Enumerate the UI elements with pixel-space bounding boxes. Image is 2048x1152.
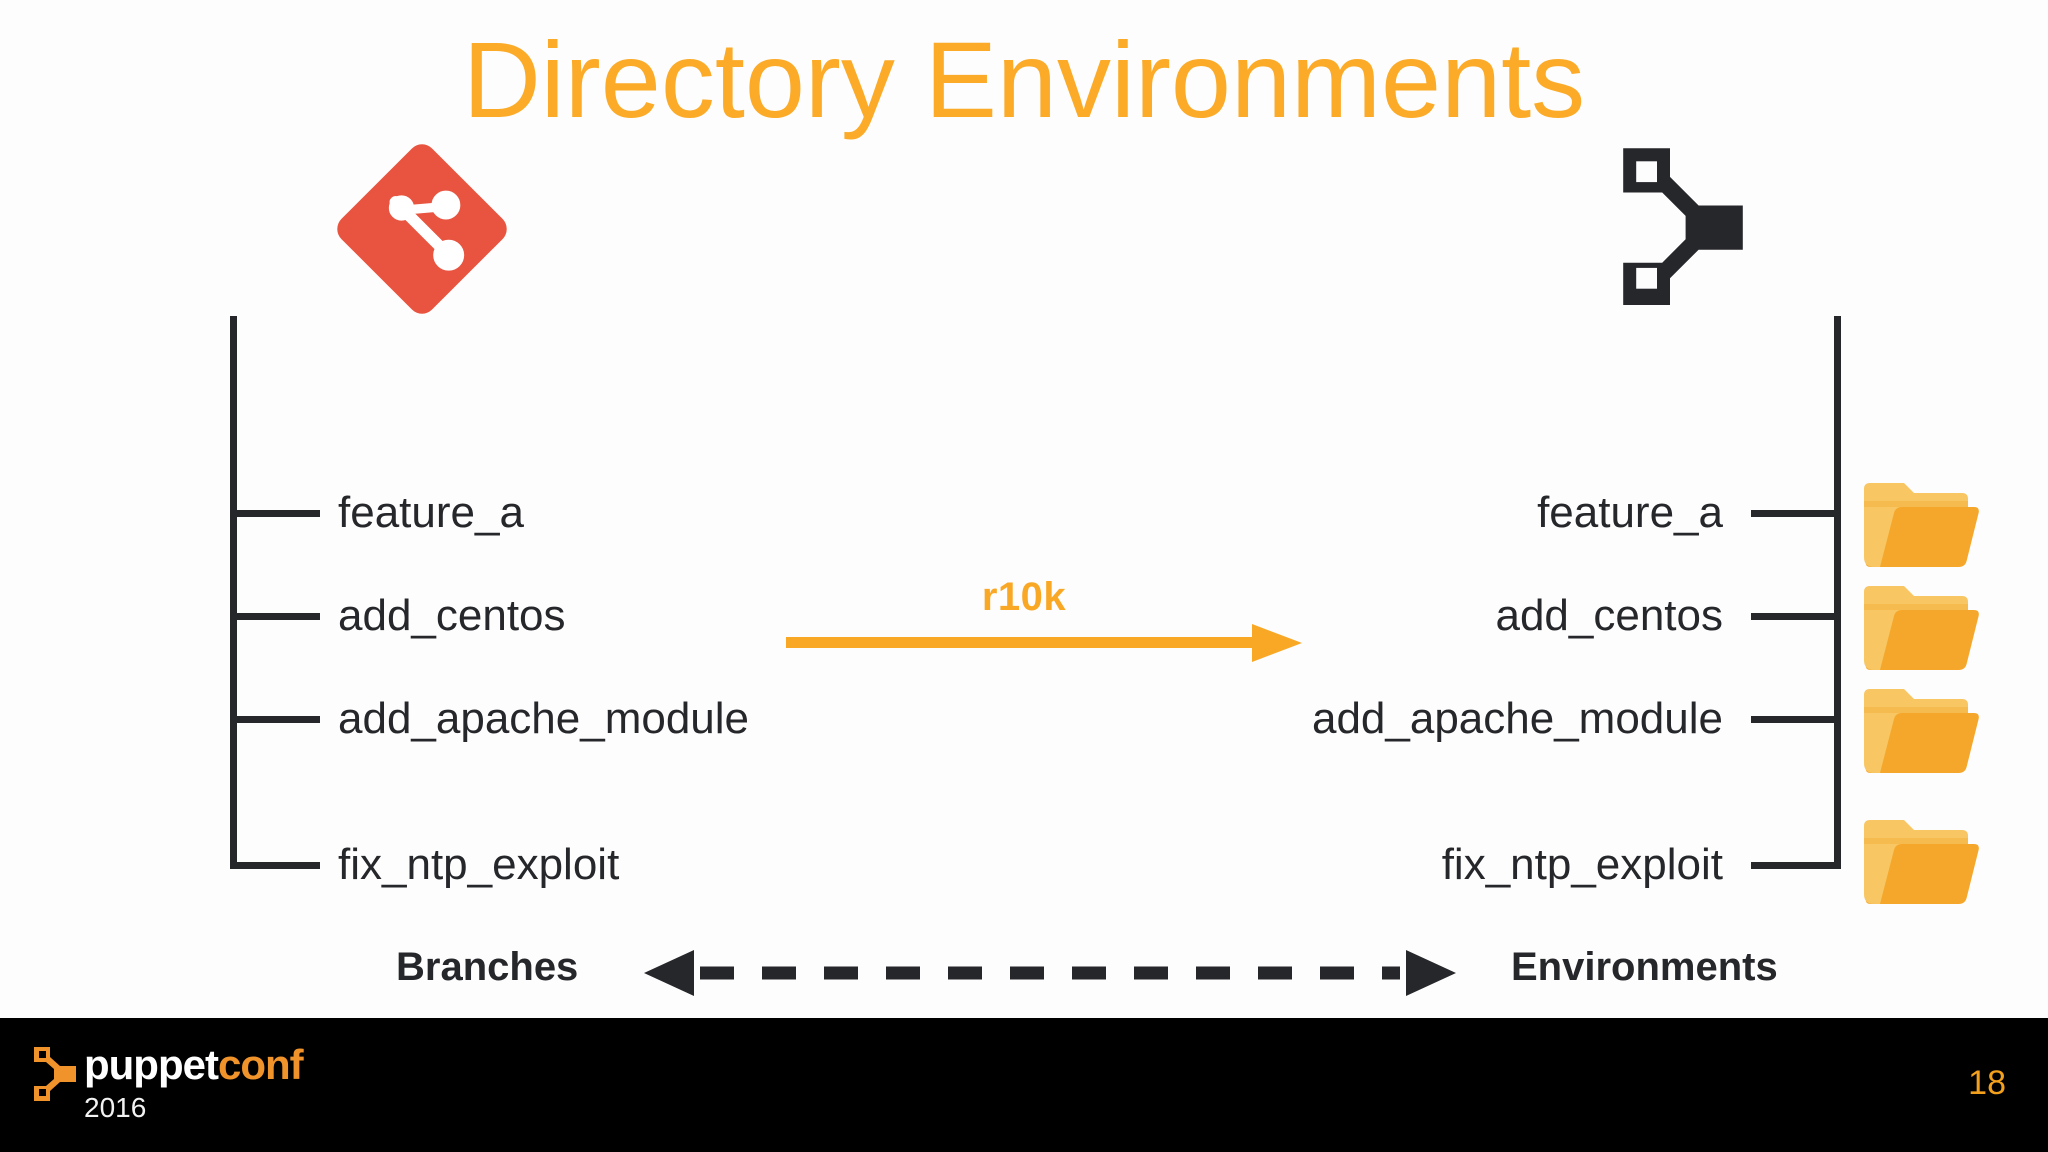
branch-label: fix_ntp_exploit [338,840,620,889]
folder-icon [1862,816,1980,908]
branch-label: feature_a [338,488,524,537]
branches-spine [230,316,237,869]
environment-tick [1751,613,1841,620]
environment-label: add_apache_module [1311,694,1723,743]
environment-tick [1751,862,1841,869]
environment-label: feature_a [1537,488,1723,537]
branch-label: add_apache_module [338,694,750,743]
puppet-logo-icon [33,1046,77,1102]
branch-tick [230,862,320,869]
branches-axis-label: Branches [396,945,579,989]
folder-icon [1862,685,1980,777]
page-title: Directory Environments [462,19,1586,140]
environments-spine [1834,316,1841,869]
environment-label: add_centos [1495,591,1723,640]
branch-label: add_centos [338,591,566,640]
environments-axis-label: Environments [1511,945,1778,989]
branch-tick [230,613,320,620]
environment-label: fix_ntp_exploit [1441,840,1723,889]
puppetconf-wordmark: puppetconf [84,1041,304,1088]
page-number: 18 [1968,1064,2006,1102]
git-logo [333,140,511,318]
puppet-word: puppet [84,1041,219,1088]
environment-tick [1751,510,1841,517]
branch-tick [230,716,320,723]
r10k-logo [1618,145,1748,307]
conf-word: conf [217,1041,304,1088]
r10k-label: r10k [981,575,1067,619]
folder-icon [1862,479,1980,571]
conference-year: 2016 [84,1092,147,1123]
environment-tick [1751,716,1841,723]
r10k-arrow-icon [786,620,1306,668]
bidirectional-axis-icon [640,942,1460,1002]
branch-tick [230,510,320,517]
footer-bar: puppetconf 2016 18 [0,1018,2048,1152]
folder-icon [1862,582,1980,674]
